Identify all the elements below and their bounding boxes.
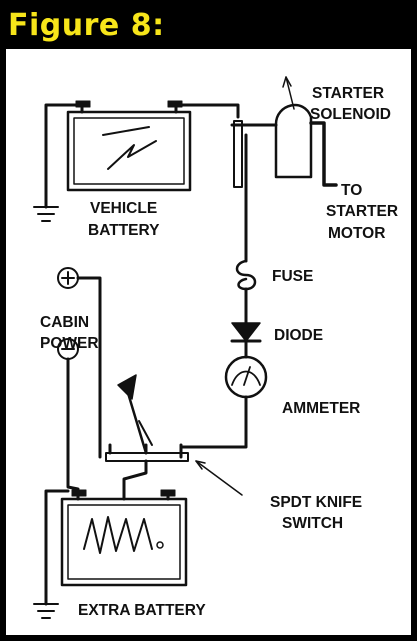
knife-switch-icon bbox=[105, 374, 243, 496]
battery-icon bbox=[60, 489, 188, 587]
label-to: TO bbox=[341, 182, 362, 199]
label-fuse: FUSE bbox=[272, 268, 313, 285]
label-cabin: CABIN bbox=[40, 314, 89, 331]
fuse-icon bbox=[235, 259, 257, 291]
title-bar: Figure 8: bbox=[0, 0, 417, 48]
figure-title: Figure 8: bbox=[8, 8, 165, 43]
ammeter-icon bbox=[224, 355, 268, 399]
vehicle-battery-icon bbox=[66, 100, 192, 192]
label-motor: MOTOR bbox=[328, 225, 385, 242]
ground-icon bbox=[33, 603, 59, 619]
label-diode: DIODE bbox=[274, 327, 323, 344]
label-extra-battery: EXTRA BATTERY bbox=[78, 602, 206, 619]
label-vehicle: VEHICLE bbox=[90, 200, 157, 217]
wiring-diagram: STARTER SOLENOID TO STARTER MOTOR VEHICL… bbox=[33, 76, 398, 619]
label-spdt-knife: SPDT KNIFE bbox=[270, 494, 362, 511]
solenoid-icon bbox=[230, 76, 338, 188]
ground-icon bbox=[33, 206, 59, 222]
label-switch: SWITCH bbox=[282, 515, 343, 532]
label-solenoid: SOLENOID bbox=[310, 106, 391, 123]
label-ammeter: AMMETER bbox=[282, 400, 360, 417]
diode-icon bbox=[230, 322, 262, 343]
plus-icon bbox=[57, 267, 79, 289]
diagram-panel: STARTER SOLENOID TO STARTER MOTOR VEHICL… bbox=[6, 49, 411, 635]
label-starter: STARTER bbox=[312, 85, 384, 102]
label-power: POWER bbox=[40, 335, 99, 352]
label-battery: BATTERY bbox=[88, 222, 160, 239]
label-starter-2: STARTER bbox=[326, 203, 398, 220]
